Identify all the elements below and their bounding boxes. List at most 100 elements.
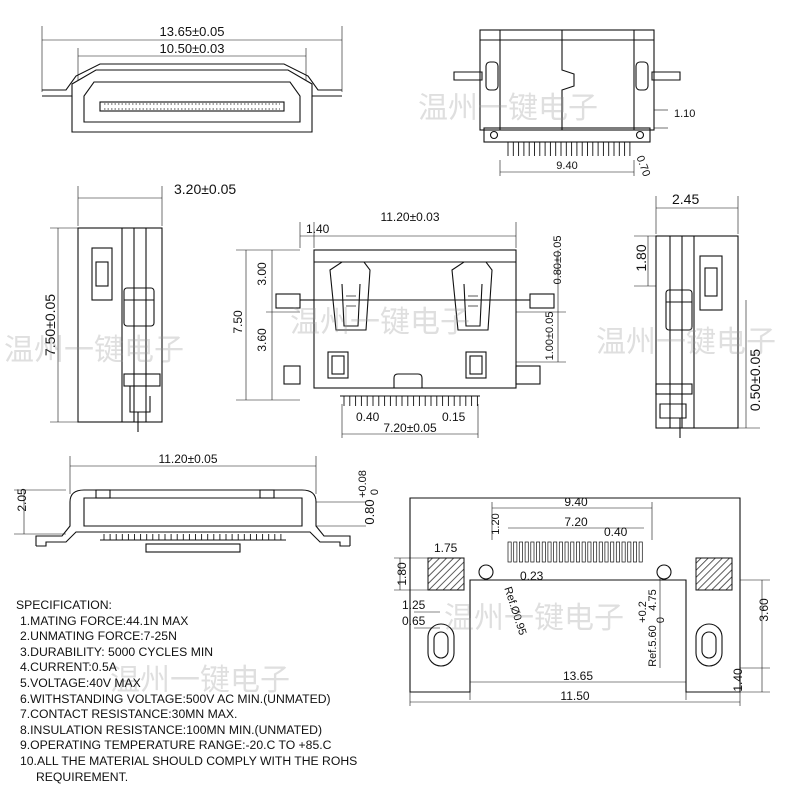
- front-view: 13.65±0.05 10.50±0.03: [41, 24, 343, 133]
- main-total-height-label: 7.50: [231, 310, 245, 334]
- pcb-left-125-label: 1.25: [402, 598, 426, 612]
- main-view: 1.40 11.20±0.03 7.50 3.00 3.60: [231, 210, 566, 438]
- pcb-signal-pad: [615, 541, 620, 563]
- top-view-pin-label: 0.70: [634, 154, 653, 178]
- pcb-signal-pads: [507, 541, 643, 563]
- pcb-signal-pad: [621, 541, 626, 563]
- side-height-label: 7.50±0.05: [42, 294, 58, 356]
- main-right-top-label: 0.80±0.05: [552, 236, 564, 285]
- pcb-pin-pitch-label: 0.40: [604, 525, 628, 539]
- specification-item: 7.CONTACT RESISTANCE:30MN MAX.: [20, 707, 238, 722]
- pcb-360-label: 3.60: [757, 598, 771, 622]
- pcb-560-plus-label: +0.2: [637, 601, 649, 623]
- specification-item: 5.VOLTAGE:40V MAX: [20, 675, 141, 690]
- pcb-1150-label: 11.50: [560, 689, 589, 703]
- pcb-560-minus-label: 0: [655, 617, 667, 623]
- main-offset-label: 1.40: [306, 222, 330, 236]
- pcb-signal-pad: [576, 541, 580, 563]
- pcb-signal-pad: [581, 541, 586, 563]
- top-view-pins: [507, 142, 631, 156]
- pcb-ref-560-label: Ref.5.60: [647, 625, 659, 667]
- pcb-mount-pad-right: [695, 557, 733, 591]
- specification-block: SPECIFICATION: 1.MATING FORCE:44.1N MAX …: [16, 598, 396, 785]
- pcb-pad-width-label: 1.75: [434, 541, 458, 555]
- specification-item: 1.MATING FORCE:44.1N MAX: [20, 613, 189, 628]
- pcb-signal-pad: [593, 541, 598, 563]
- pcb-pin-span-label: 7.20: [564, 515, 588, 529]
- main-pin-gap-label: 0.40: [356, 410, 380, 424]
- watermark-layer: 温州一键电子 温州一键电子 温州一键电子 温州一键电子 温州一键电子 温州一键电…: [4, 91, 776, 698]
- pcb-signal-pad: [587, 541, 592, 563]
- watermark-text: 温州一键电子: [4, 333, 184, 368]
- main-pin-width-label: 0.15: [442, 410, 466, 424]
- top-view: 1.10 0.70 9.40: [453, 29, 695, 178]
- rear-tol-minus-label: 0: [369, 489, 381, 495]
- pcb-signal-pad: [530, 541, 535, 563]
- pcb-signal-pad: [558, 541, 563, 563]
- rear-view-pins: [103, 534, 282, 540]
- main-pin-span-label: 7.20±0.05: [383, 421, 437, 435]
- pcb-140-label: 1.40: [731, 668, 745, 692]
- rside-width-label: 2.45: [672, 191, 699, 207]
- rear-view: 11.20±0.05 2.05 0.80 +0.08 0: [14, 452, 381, 553]
- left-side-view: 3.20±0.05 7.50±0.05: [42, 181, 236, 432]
- watermark-text: 温州一键电子: [290, 305, 470, 340]
- pcb-signal-pad: [633, 541, 637, 563]
- right-side-view: 2.45 1.80 0.50±0.05: [633, 191, 763, 438]
- pcb-mount-pad-left: [427, 557, 465, 591]
- pcb-1365-label: 13.65: [563, 669, 593, 683]
- specification-item: 9.OPERATING TEMPERATURE RANGE:-20.C TO +…: [20, 738, 332, 753]
- pcb-slot-right: [695, 623, 723, 667]
- specification-title: SPECIFICATION:: [16, 598, 112, 612]
- main-view-pins: [343, 396, 478, 406]
- pcb-signal-pad: [627, 541, 632, 563]
- specification-item: 6.WITHSTANDING VOLTAGE:500V AC MIN.(UNMA…: [20, 691, 331, 706]
- specification-item: 8.INSULATION RESISTANCE:100MN MIN.(UNMAT…: [20, 722, 323, 737]
- pcb-signal-pad: [638, 541, 643, 563]
- front-width-overall-label: 13.65±0.05: [160, 24, 225, 39]
- pcb-475-label: 4.75: [647, 589, 659, 610]
- pcb-signal-pad: [541, 541, 546, 563]
- pcb-left-065-label: 0.65: [402, 614, 426, 628]
- pcb-signal-pad: [519, 541, 523, 563]
- watermark-text: 温州一键电子: [110, 663, 290, 698]
- pcb-signal-pad: [513, 541, 518, 563]
- top-view-height-label: 1.10: [674, 108, 695, 120]
- rear-tol-label: 0.80: [362, 499, 377, 524]
- rside-bottom-label: 0.50±0.05: [747, 349, 763, 411]
- main-right-mid-label: 1.00±0.05: [544, 312, 556, 361]
- rear-width-label: 11.20±0.05: [158, 452, 217, 466]
- specification-item: 10.ALL THE MATERIAL SHOULD COMPLY WITH T…: [20, 753, 358, 768]
- main-upper-label: 3.00: [255, 262, 269, 286]
- pcb-signal-pad: [610, 541, 615, 563]
- pcb-signal-pad: [507, 541, 512, 563]
- specification-item: 3.DURABILITY: 5000 CYCLES MIN: [20, 644, 214, 659]
- pcb-signal-pad: [598, 541, 603, 563]
- pcb-signal-pad: [524, 541, 529, 563]
- pcb-signal-pad: [564, 541, 569, 563]
- pcb-pin-width-label: 0.23: [520, 569, 544, 583]
- front-width-inner-label: 10.50±0.03: [160, 41, 225, 56]
- pcb-signal-pad: [570, 541, 575, 563]
- pcb-slot-left: [427, 623, 455, 667]
- pcb-pitch-total-label: 9.40: [564, 495, 588, 509]
- pcb-signal-pad: [604, 541, 609, 563]
- pcb-pad-height-label: 1.80: [395, 562, 409, 586]
- rear-tol-plus-label: +0.08: [357, 470, 369, 498]
- main-lower-label: 3.60: [255, 328, 269, 352]
- rside-top-label: 1.80: [633, 244, 649, 271]
- pcb-pin-len-label: 1.20: [490, 513, 502, 534]
- main-width-label: 11.20±0.03: [380, 210, 439, 224]
- pcb-footprint-view: 9.40 7.20 0.40 1.20 0.23 1.75 1.80 1.25 …: [394, 495, 771, 706]
- specification-item: 4.CURRENT:0.5A: [20, 660, 117, 675]
- rear-height-label: 2.05: [15, 488, 29, 512]
- top-view-pitch-label: 9.40: [556, 160, 577, 172]
- watermark-text: 温州一键电子: [418, 91, 598, 126]
- watermark-text: 温州一键电子: [596, 325, 776, 360]
- pcb-signal-pad: [536, 541, 541, 563]
- pcb-signal-pad: [553, 541, 558, 563]
- front-contact-row: [104, 103, 280, 110]
- watermark-text: 温州一键电子: [444, 601, 624, 636]
- specification-item: 2.UNMATING FORCE:7-25N: [20, 629, 177, 644]
